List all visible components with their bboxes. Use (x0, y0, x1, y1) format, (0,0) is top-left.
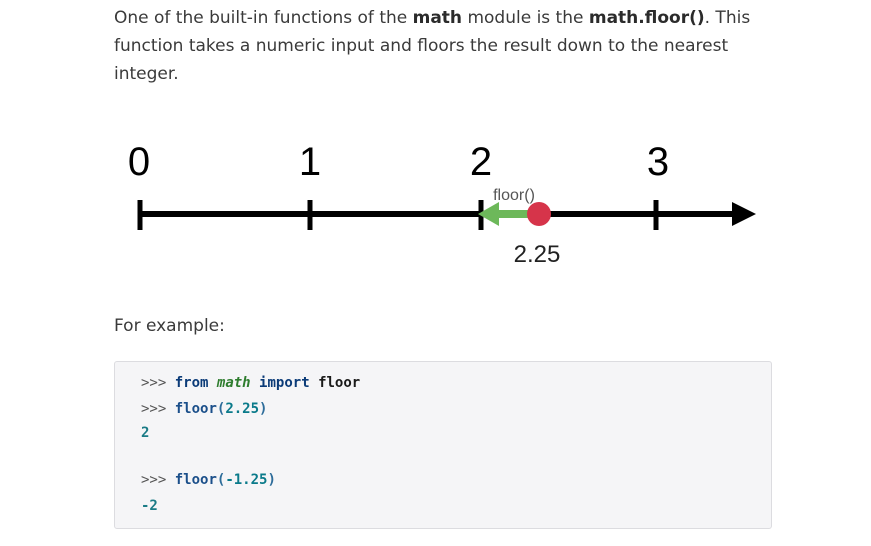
tick-label-0: 0 (128, 140, 150, 184)
code-block: >>> from math import floor >>> floor(2.2… (114, 361, 772, 529)
tick-label-2: 2 (470, 140, 492, 184)
code-line-call-1: >>> floor(2.25) (141, 401, 267, 417)
code-keyword-import: import (259, 375, 310, 391)
intro-bold-floor: math.floor() (588, 8, 705, 28)
code-import-name: floor (318, 375, 361, 391)
code-prompt: >>> (141, 401, 167, 417)
code-paren-close: ) (267, 472, 276, 488)
code-output-1: 2 (141, 425, 150, 441)
code-argument: -1.25 (225, 472, 268, 488)
code-function-name: floor (174, 472, 217, 488)
intro-text: module is the (462, 8, 589, 28)
example-label: For example: (114, 316, 225, 336)
code-argument: 2.25 (225, 401, 260, 417)
code-line-call-2: >>> floor(-1.25) (141, 472, 276, 488)
code-output-2: -2 (141, 498, 158, 514)
code-paren-open: ( (216, 472, 226, 488)
code-prompt: >>> (141, 375, 167, 391)
code-function-name: floor (174, 401, 217, 417)
code-keyword-from: from (174, 375, 209, 391)
tick-label-1: 1 (299, 140, 321, 184)
axis-arrowhead (732, 202, 756, 226)
code-paren-close: ) (259, 401, 268, 417)
code-prompt: >>> (141, 472, 167, 488)
value-point-label: 2.25 (514, 241, 561, 268)
intro-text: One of the built-in functions of the (114, 8, 413, 28)
intro-paragraph: One of the built-in functions of the mat… (114, 4, 754, 88)
floor-arrow-label: floor() (493, 187, 535, 204)
floor-arrow-head (478, 202, 499, 226)
code-paren-open: ( (216, 401, 226, 417)
code-module-name: math (216, 375, 251, 391)
code-line-import: >>> from math import floor (141, 375, 360, 391)
value-point (527, 202, 551, 226)
tick-label-3: 3 (647, 140, 669, 184)
intro-text: . This function takes a numeric input an… (114, 8, 751, 84)
number-line-diagram: 0 1 2 3 floor() 2.25 (128, 140, 756, 268)
intro-bold-math: math (412, 8, 463, 28)
